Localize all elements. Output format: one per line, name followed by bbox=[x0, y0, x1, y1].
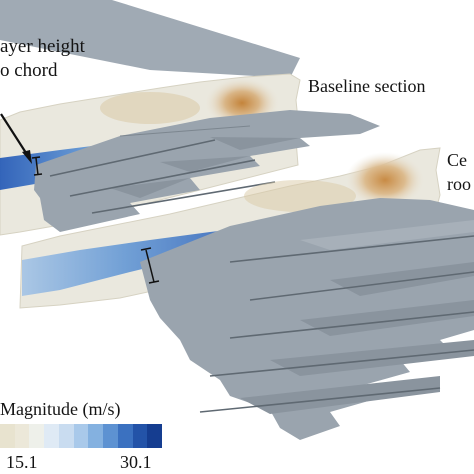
colorbar-segment bbox=[29, 424, 45, 448]
colorbar-segment bbox=[88, 424, 104, 448]
colorbar-segment bbox=[117, 424, 133, 448]
colorbar-segment bbox=[44, 424, 59, 448]
bl-height-marker-second bbox=[145, 249, 155, 283]
colorbar-segment bbox=[73, 424, 89, 448]
wing-body-second bbox=[140, 198, 474, 440]
annotation-bl-line2: o chord bbox=[0, 60, 58, 81]
colorbar-segment bbox=[14, 424, 30, 448]
colorbar-segment bbox=[103, 424, 118, 448]
colorbar bbox=[0, 424, 163, 448]
annotation-bl-line1: ayer height bbox=[0, 36, 85, 57]
colorbar-segment bbox=[147, 424, 163, 448]
colorbar-segment bbox=[58, 424, 74, 448]
colorbar-segment bbox=[0, 424, 15, 448]
bl-height-marker-top bbox=[35, 157, 39, 176]
legend-tick-max: 30.1 bbox=[120, 452, 152, 472]
annotation-second-line2: roo bbox=[447, 174, 471, 194]
arrow-boundary-layer bbox=[0, 113, 29, 157]
wing-surface-top bbox=[0, 0, 300, 78]
annotation-baseline-section: Baseline section bbox=[308, 76, 426, 96]
colorbar-segment bbox=[132, 424, 148, 448]
legend-tick-mid: 15.1 bbox=[6, 452, 38, 472]
annotation-second-line1: Ce bbox=[447, 150, 467, 170]
wing-body-baseline bbox=[34, 110, 380, 232]
legend-title: Magnitude (m/s) bbox=[0, 399, 121, 419]
hot-spot-second bbox=[345, 152, 425, 208]
